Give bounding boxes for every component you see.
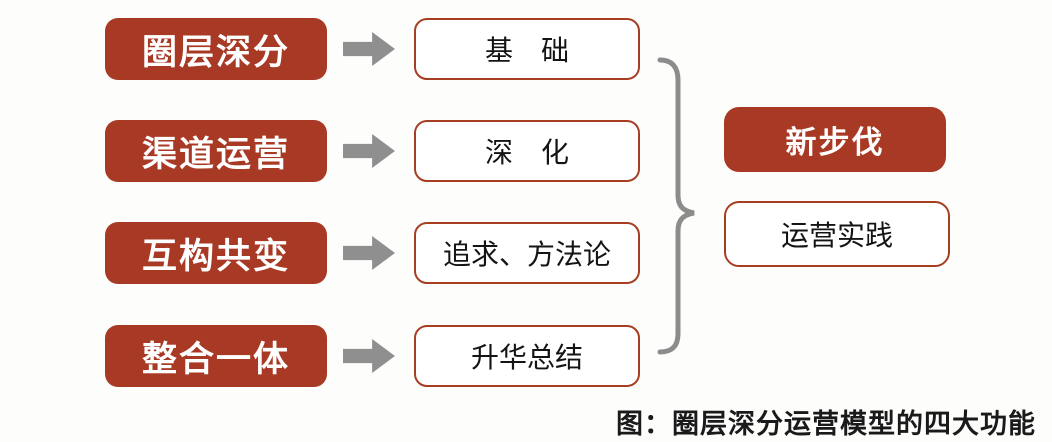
result-secondary-label: 运营实践 [780, 220, 893, 251]
arrow-right-icon [343, 134, 395, 168]
stage-box-label: 基 础 [484, 35, 569, 66]
arrow-right-icon [343, 236, 395, 270]
stage-box-deepening: 深 化 [414, 120, 640, 182]
function-box-label: 整合一体 [141, 339, 290, 379]
stage-box-pursuit-methodology: 追求、方法论 [414, 222, 640, 284]
arrow-right-icon [343, 32, 395, 66]
function-box-label: 圈层深分 [141, 32, 290, 72]
function-box-channel-operation: 渠道运营 [105, 120, 327, 182]
result-primary-label: 新步伐 [785, 125, 885, 160]
stage-box-label: 升华总结 [470, 342, 583, 373]
figure-caption: 图：圈层深分运营模型的四大功能 [616, 409, 1036, 439]
function-box-mutual-construction: 互构共变 [105, 222, 327, 284]
stage-box-label: 追求、方法论 [442, 239, 611, 270]
curly-brace-icon [657, 57, 695, 355]
result-box-primary: 新步伐 [724, 107, 946, 172]
arrow-right-icon [343, 339, 395, 373]
stage-box-foundation: 基 础 [414, 18, 640, 80]
function-box-circle-segmentation: 圈层深分 [105, 18, 327, 80]
function-box-integration: 整合一体 [105, 325, 327, 387]
function-box-label: 渠道运营 [141, 134, 290, 174]
function-box-label: 互构共变 [141, 236, 290, 276]
result-box-secondary: 运营实践 [724, 201, 950, 267]
stage-box-label: 深 化 [484, 137, 569, 168]
stage-box-summary: 升华总结 [414, 325, 640, 387]
